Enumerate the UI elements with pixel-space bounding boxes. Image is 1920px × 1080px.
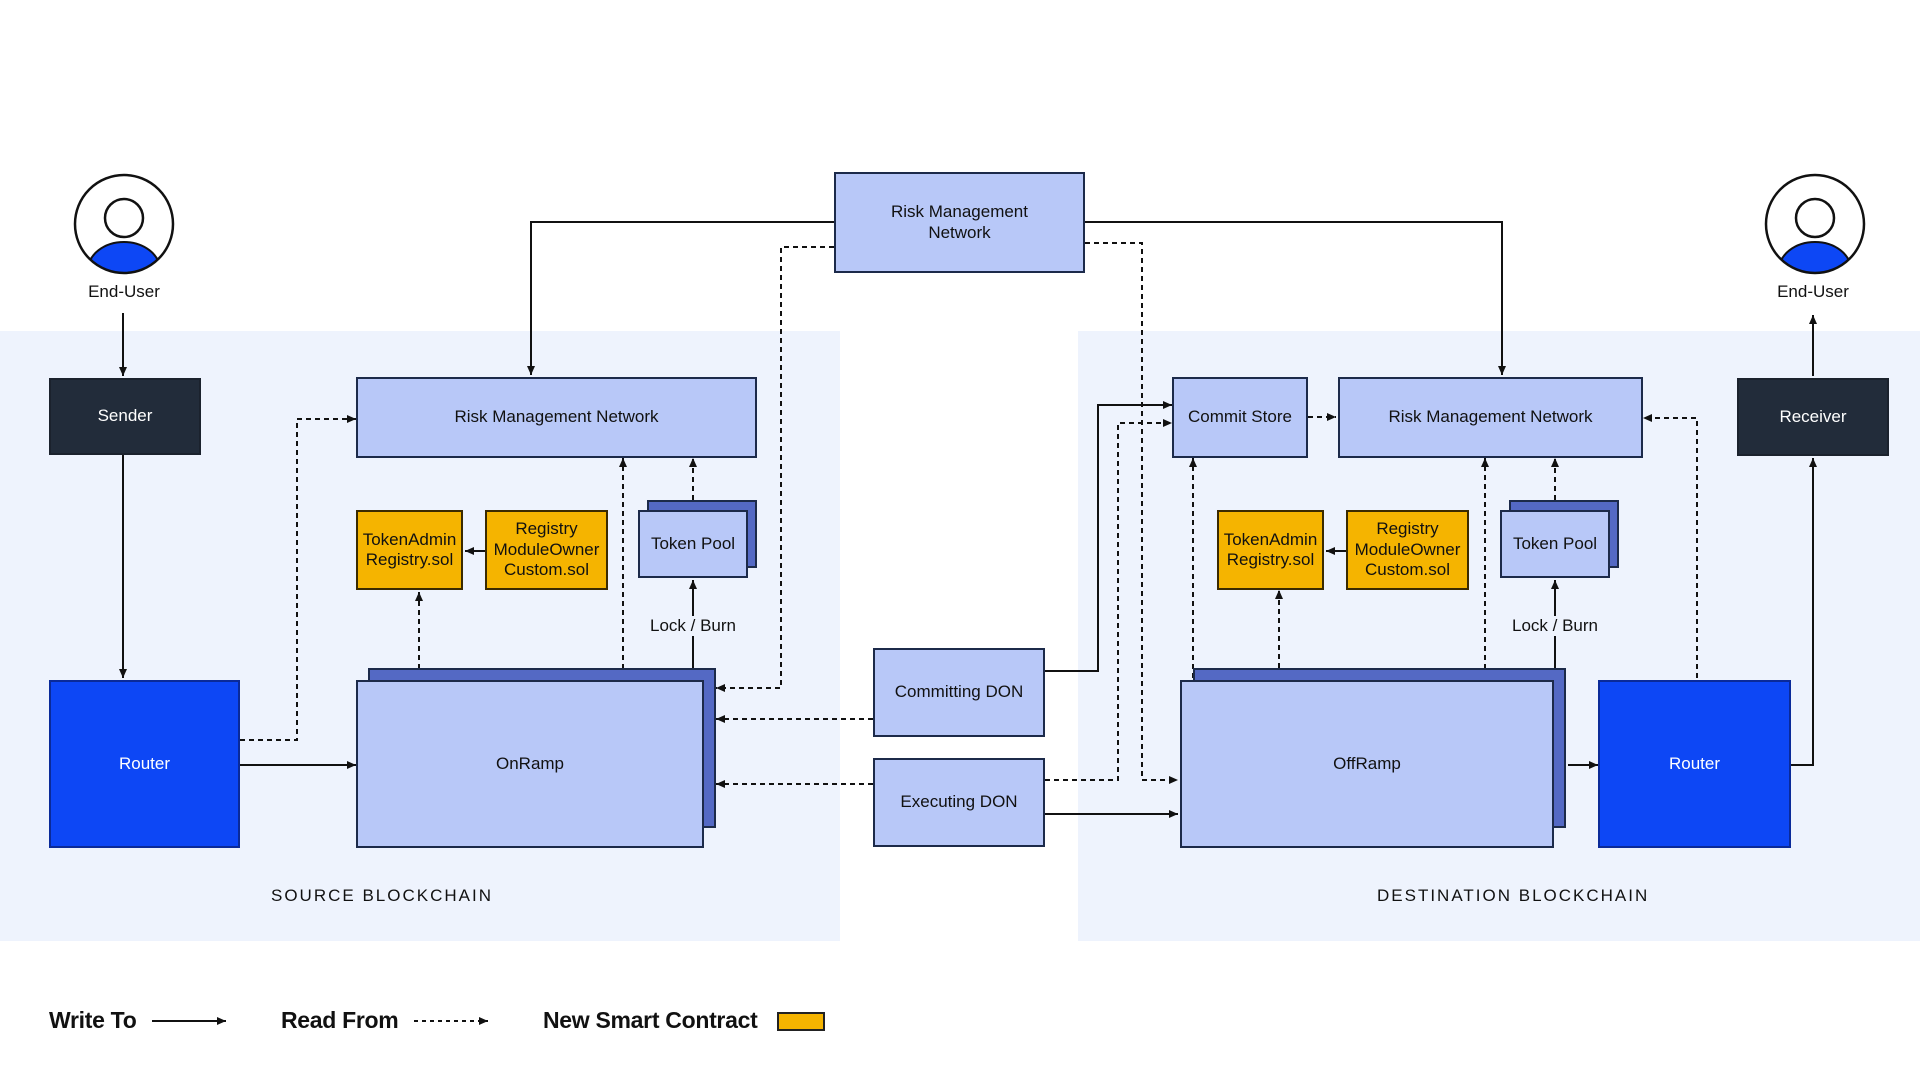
source-lock-burn-label: Lock / Burn <box>643 616 743 636</box>
destination-token-admin-registry[interactable]: TokenAdmin Registry.sol <box>1217 510 1324 590</box>
legend-new-contract-swatch <box>777 1012 825 1031</box>
line-top-rmn-source-rmn <box>527 221 834 375</box>
destination-risk-management-network[interactable]: Risk Management Network <box>1338 377 1643 458</box>
source-registry-module-owner[interactable]: Registry ModuleOwner Custom.sol <box>485 510 608 590</box>
commit-store-box[interactable]: Commit Store <box>1172 377 1308 458</box>
destination-token-pool[interactable]: Token Pool <box>1500 510 1610 578</box>
end-user-icon <box>73 173 175 275</box>
dash-router-dest-rmn <box>1643 414 1698 678</box>
offramp-box[interactable]: OffRamp <box>1180 680 1554 848</box>
line-committing-commitstore <box>1045 401 1172 672</box>
end-user-icon <box>1764 173 1866 275</box>
legend-write-to: Write To <box>49 1007 137 1033</box>
destination-router-box[interactable]: Router <box>1598 680 1791 848</box>
destination-registry-module-owner[interactable]: Registry ModuleOwner Custom.sol <box>1346 510 1469 590</box>
legend-new-smart-contract: New Smart Contract <box>543 1007 758 1033</box>
destination-lock-burn-label: Lock / Burn <box>1505 616 1605 636</box>
dash-top-rmn-offramp <box>1085 242 1178 784</box>
source-token-admin-registry[interactable]: TokenAdmin Registry.sol <box>356 510 463 590</box>
source-blockchain-label: SOURCE BLOCKCHAIN <box>271 886 493 905</box>
destination-blockchain-label: DESTINATION BLOCKCHAIN <box>1377 886 1650 905</box>
source-end-user-label: End-User <box>88 282 160 301</box>
dash-router-rmn <box>240 415 356 741</box>
sender-box[interactable]: Sender <box>49 378 201 455</box>
top-risk-management-network[interactable]: Risk Management Network <box>834 172 1085 273</box>
source-router-box[interactable]: Router <box>49 680 240 848</box>
source-token-pool[interactable]: Token Pool <box>638 510 748 578</box>
dash-top-rmn-onramp <box>716 246 834 692</box>
dash-executing-commitstore <box>1045 419 1172 781</box>
line-top-rmn-dest-rmn <box>1085 221 1506 375</box>
onramp-box[interactable]: OnRamp <box>356 680 704 848</box>
source-risk-management-network[interactable]: Risk Management Network <box>356 377 757 458</box>
committing-don[interactable]: Committing DON <box>873 648 1045 737</box>
executing-don[interactable]: Executing DON <box>873 758 1045 847</box>
line-router-receiver <box>1791 458 1817 766</box>
receiver-box[interactable]: Receiver <box>1737 378 1889 456</box>
legend-read-from: Read From <box>281 1007 399 1033</box>
destination-end-user-label: End-User <box>1777 282 1849 301</box>
